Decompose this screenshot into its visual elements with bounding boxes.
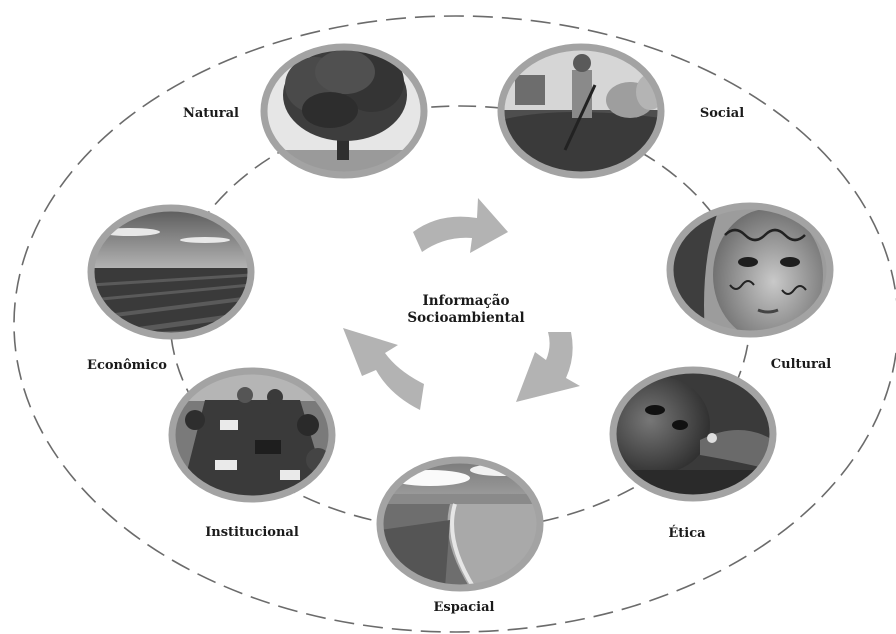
label-economico: Econômico [87,358,167,373]
espacial-photo [376,456,544,592]
label-institucional: Institucional [205,525,299,540]
social-photo [497,43,665,179]
economico-photo [87,204,255,340]
label-espacial: Espacial [434,600,495,615]
label-social: Social [700,106,744,121]
institucional-photo [168,367,336,503]
label-cultural: Cultural [771,357,831,372]
cultural-photo [666,202,834,338]
etica-photo [609,366,777,502]
label-etica: Ética [668,525,706,541]
label-natural: Natural [183,106,239,121]
center-title-line2: Socioambiental [407,310,524,326]
outer-dashed-boundary [13,15,896,633]
cycle-arrow-top-icon [413,198,508,253]
cycle-arrow-right-icon [516,332,580,402]
natural-photo [260,43,428,179]
center-title-line1: Informação [422,293,509,309]
cycle-arrow-left-icon [343,328,424,410]
